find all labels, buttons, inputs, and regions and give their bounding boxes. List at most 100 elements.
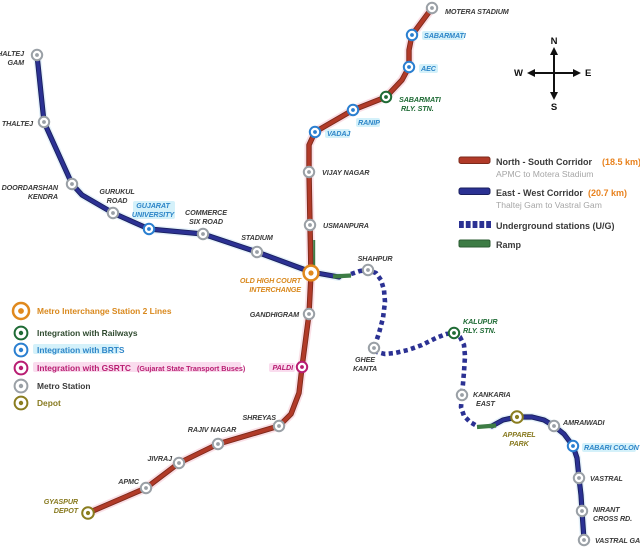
legend-subtitle-east-west: Thaltej Gam to Vastral Gam: [496, 200, 602, 210]
station-dot: [35, 53, 39, 57]
station-marker-thaltej: [37, 115, 51, 129]
underground-dash: [486, 221, 491, 228]
legend-icon-metro-station: [13, 378, 29, 394]
legend-label-metro-station: Metro Station: [37, 381, 91, 391]
station-marker-shahpur: [361, 263, 375, 277]
station-label-paldi: PALDI: [272, 363, 294, 372]
station-dot: [452, 331, 456, 335]
station-label-gandhigram: GANDHIGRAM: [250, 310, 300, 319]
station-label-jivraj: JIVRAJ: [147, 454, 173, 463]
station-label-apparel-1: APPAREL: [501, 430, 535, 439]
station-dot: [255, 250, 259, 254]
station-label-kankaria-1: KANKARIA: [473, 390, 511, 399]
compass: N S W E: [514, 36, 591, 113]
station-label-doordarshan-2: KENDRA: [28, 192, 58, 201]
station-label-aec: AEC: [420, 64, 437, 73]
station-label-gujarat-univ-1: GUJARAT: [136, 201, 170, 210]
ramp-segment-old-high-court: [332, 273, 352, 279]
legend-icon-interchange: [11, 301, 31, 321]
station-label-sabarmati: SABARMATI: [424, 31, 467, 40]
station-dot: [410, 33, 414, 37]
station-marker-gandhigram: [302, 307, 316, 321]
underground-dash: [465, 221, 471, 228]
compass-east-label: E: [585, 68, 591, 79]
station-label-commerce-1: COMMERCE: [185, 208, 227, 217]
station-marker-aec: [402, 60, 416, 74]
station-label-ranip: RANIP: [358, 118, 380, 127]
station-dot: [577, 476, 581, 480]
legend-dot: [18, 365, 24, 371]
station-dot: [300, 365, 304, 369]
station-dot: [307, 312, 311, 316]
station-marker-motera-stadium: [425, 1, 439, 15]
legend-label-ramp: Ramp: [496, 240, 522, 250]
station-marker-thaltej-gam: [30, 48, 44, 62]
station-marker-stadium: [250, 245, 264, 259]
station-label-vastral-gam: VASTRAL GAM: [595, 536, 640, 545]
station-dot: [177, 461, 181, 465]
label-highlight: [325, 129, 350, 138]
station-label-apparel-2: PARK: [509, 439, 529, 448]
station-label-old-high-court-1: OLD HIGH COURT: [240, 276, 302, 285]
legend-swatch-ramp: [458, 239, 491, 248]
station-marker-nirant-cross-rd: [575, 504, 589, 518]
station-dot: [216, 442, 220, 446]
legend-subtitle-north-south: APMC to Motera Stadium: [496, 169, 593, 179]
ramp-segment-apparel-park: [476, 423, 497, 430]
legend-label-interchange: Metro Interchange Station 2 Lines: [37, 306, 172, 316]
compass-south-label: S: [551, 102, 557, 113]
station-label-gyaspur-2: DEPOT: [54, 506, 79, 515]
station-label-stadium: STADIUM: [241, 233, 274, 242]
station-label-nirant-1: NIRANT: [593, 505, 620, 514]
station-dot: [430, 6, 434, 10]
station-dot: [307, 170, 311, 174]
station-label-kalupur-2: RLY. STN.: [463, 326, 496, 335]
compass-north-arrow: [550, 47, 558, 55]
legend-station-types: Metro Interchange Station 2 Lines Integr…: [11, 301, 246, 411]
station-marker-paldi: [295, 360, 309, 374]
station-marker-amraiwadi: [547, 419, 561, 433]
underground-dash: [479, 221, 485, 228]
compass-west-label: W: [514, 68, 523, 79]
station-label-ghee-kanta-1: GHEE: [355, 355, 375, 364]
underground-dash: [459, 221, 464, 228]
legend-dot: [18, 308, 24, 314]
station-dot: [277, 424, 281, 428]
legend-dot: [18, 383, 24, 389]
station-dot: [144, 486, 148, 490]
legend-swatch-east-west: [458, 187, 491, 195]
station-dot: [85, 510, 91, 516]
station-dot: [111, 211, 115, 215]
station-marker-gurukul-road: [106, 206, 120, 220]
station-marker-commerce-six-road: [196, 227, 210, 241]
station-marker-gujarat-university: [142, 222, 156, 236]
station-label-amraiwadi: AMRAIWADI: [562, 418, 606, 427]
legend-corridors: North - South Corridor (18.5 km) APMC to…: [458, 156, 640, 250]
station-marker-sabarmati-rly-stn: [379, 90, 393, 104]
station-label-apmc: APMC: [117, 477, 140, 486]
station-marker-apmc: [139, 481, 153, 495]
compass-north-label: N: [551, 36, 558, 47]
station-marker-kankaria-east: [455, 388, 469, 402]
label-highlight: [356, 118, 380, 127]
legend-dot: [18, 347, 24, 353]
station-label-thaltej: THALTEJ: [2, 119, 34, 128]
legend-icon-brts: [13, 342, 29, 358]
station-label-gurukul-2: ROAD: [107, 196, 128, 205]
legend-label-gsrtc-suffix: (Gujarat State Transport Buses): [137, 364, 246, 373]
station-dot: [514, 414, 520, 420]
legend-dot: [18, 330, 24, 336]
station-label-gujarat-univ-2: UNIVERSITY: [132, 210, 175, 219]
station-label-sabarmati-rly-2: RLY. STN.: [401, 104, 434, 113]
station-dot: [70, 182, 74, 186]
station-label-kankaria-2: EAST: [476, 399, 495, 408]
legend-label-north-south: North - South Corridor: [496, 157, 592, 167]
station-marker-rajiv-nagar: [211, 437, 225, 451]
station-marker-vadaj: [308, 125, 322, 139]
station-dot: [552, 424, 556, 428]
station-dot: [571, 444, 575, 448]
legend-dot: [18, 400, 24, 406]
east-west-line-halo-west: [33, 51, 343, 281]
label-highlight: [33, 344, 119, 354]
legend-icon-depot: [13, 395, 29, 411]
